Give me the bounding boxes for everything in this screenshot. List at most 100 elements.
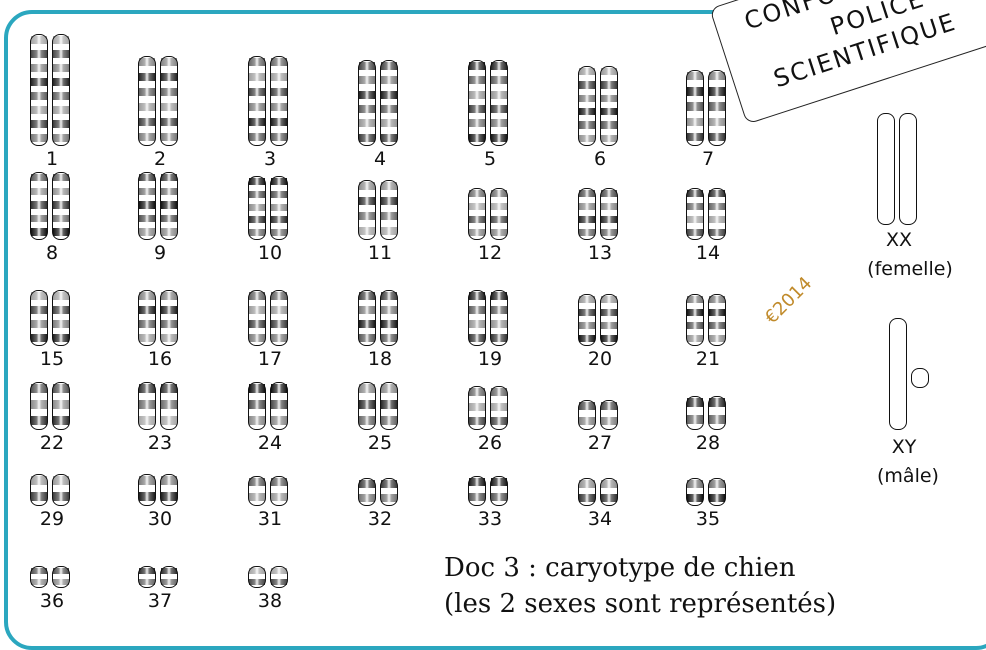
chromosome-pair [358,478,398,506]
chromosome [30,290,48,346]
chromosome [490,386,508,430]
chromosome-number: 29 [22,508,82,530]
xx-caption: (femelle) [855,258,965,280]
chromosome-number: 30 [130,508,190,530]
chromosome-pair [138,56,178,146]
chromosome [248,382,266,430]
chromosome [358,60,376,146]
chromosome [490,476,508,506]
chromosome [160,172,178,240]
chromosome-pair [30,290,70,346]
chromosome-number: 16 [130,348,190,370]
chromosome [30,172,48,240]
chromosome-number: 18 [350,348,410,370]
chromosome [138,56,156,146]
chromosome-number: 5 [460,148,520,170]
xx-label: XX [877,229,921,251]
chromosome [578,294,596,346]
chromosome [708,478,726,506]
caption-line1: Doc 3 : caryotype de chien [444,550,836,586]
xx-pair [877,113,917,225]
chromosome [686,478,704,506]
chromosome [160,566,178,588]
chromosome [138,566,156,588]
chromosome [686,70,704,146]
chromosome-pair [686,478,726,506]
chromosome-number: 11 [350,242,410,264]
chromosome [52,566,70,588]
chromosome [270,476,288,506]
chromosome [708,396,726,430]
chromosome-number: 13 [570,242,630,264]
chromosome [380,60,398,146]
chromosome-number: 1 [22,148,82,170]
xy-pair [889,318,929,430]
chromosome [468,188,486,240]
chromosome [358,478,376,506]
chromosome-pair [30,34,70,146]
chromosome [468,60,486,146]
chromosome-pair [248,176,288,240]
chromosome-number: 37 [130,590,190,612]
chromosome [160,56,178,146]
chromosome-pair [468,290,508,346]
chromosome-pair [30,172,70,240]
chromosome-number: 28 [678,432,738,454]
chromosome-number: 12 [460,242,520,264]
chromosome [490,290,508,346]
chromosome [138,290,156,346]
y-chromosome [911,368,929,388]
chromosome [30,474,48,506]
chromosome [578,478,596,506]
chromosome [160,290,178,346]
chromosome [686,294,704,346]
chromosome-number: 27 [570,432,630,454]
x-chromosome [889,318,907,430]
chromosome [468,386,486,430]
chromosome [468,290,486,346]
chromosome-pair [468,386,508,430]
chromosome [248,476,266,506]
chromosome-number: 4 [350,148,410,170]
chromosome [490,188,508,240]
chromosome [600,400,618,430]
chromosome-number: 10 [240,242,300,264]
chromosome [686,396,704,430]
chromosome-number: 38 [240,590,300,612]
chromosome-pair [138,474,178,506]
chromosome [380,180,398,240]
chromosome-pair [138,290,178,346]
chromosome [380,478,398,506]
chromosome [138,172,156,240]
chromosome [708,294,726,346]
x-chromosome [877,113,895,225]
chromosome-number: 32 [350,508,410,530]
chromosome-number: 9 [130,242,190,264]
chromosome-number: 19 [460,348,520,370]
chromosome [30,382,48,430]
chromosome [52,172,70,240]
chromosome [578,400,596,430]
chromosome-number: 35 [678,508,738,530]
x-chromosome [899,113,917,225]
chromosome [600,188,618,240]
chromosome [600,66,618,146]
chromosome [138,474,156,506]
chromosome-number: 36 [22,590,82,612]
chromosome-number: 20 [570,348,630,370]
chromosome-number: 33 [460,508,520,530]
chromosome-number: 31 [240,508,300,530]
caption: Doc 3 : caryotype de chien (les 2 sexes … [444,550,836,622]
chromosome [600,478,618,506]
chromosome-number: 17 [240,348,300,370]
chromosome-number: 24 [240,432,300,454]
chromosome-number: 15 [22,348,82,370]
xy-label: XY [882,436,926,458]
chromosome-pair [468,188,508,240]
chromosome [160,382,178,430]
chromosome [52,382,70,430]
chromosome [270,176,288,240]
chromosome-pair [686,396,726,430]
chromosome [138,382,156,430]
chromosome-number: 21 [678,348,738,370]
